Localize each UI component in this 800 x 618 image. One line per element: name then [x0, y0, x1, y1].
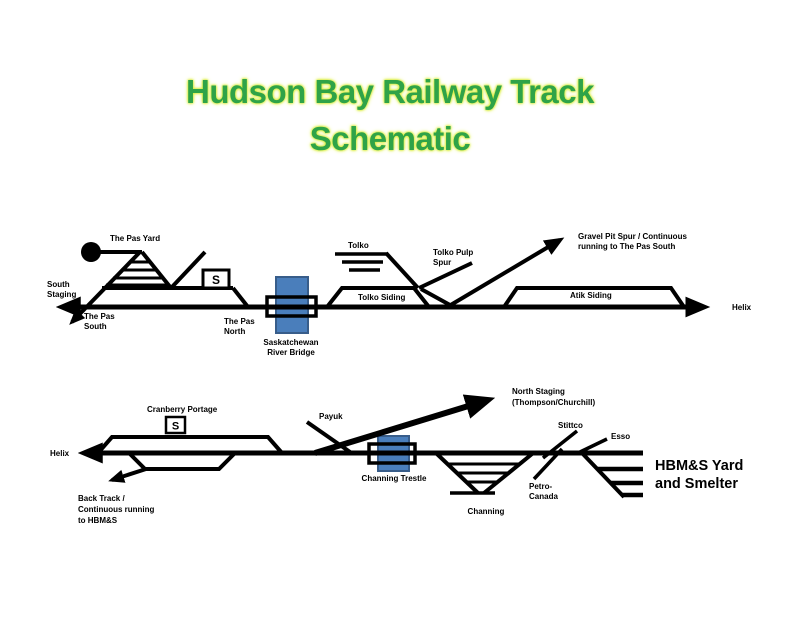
- page-title: Hudson Bay Railway Track Schematic: [0, 68, 780, 162]
- bottom-labels: Helix Cranberry Portage Back Track / Con…: [50, 387, 743, 525]
- cranberry-portage-label: Cranberry Portage: [147, 405, 218, 414]
- station-marker-top: S: [201, 268, 231, 290]
- station-marker-bottom: S: [164, 415, 187, 435]
- the-pas-yard-group: [69, 242, 250, 325]
- esso-spur: [579, 437, 608, 454]
- svg-text:South: South: [84, 322, 107, 331]
- hbms-yard-ladder: [580, 451, 626, 499]
- gravel-pit-spur-label: Gravel Pit Spur / Continuous: [578, 232, 687, 241]
- svg-text:North: North: [224, 327, 245, 336]
- svg-text:to HBM&S: to HBM&S: [78, 516, 118, 525]
- back-track-label: Back Track /: [78, 494, 125, 503]
- svg-text:Staging: Staging: [47, 290, 76, 299]
- svg-text:(Thompson/Churchill): (Thompson/Churchill): [512, 398, 595, 407]
- the-pas-yard-label: The Pas Yard: [110, 234, 160, 243]
- title-line-1: Hudson Bay Railway Track: [186, 73, 595, 110]
- stittco-spur: [541, 429, 579, 460]
- south-staging-label: South: [47, 280, 70, 289]
- channing-trestle-outline: [367, 442, 417, 465]
- atik-siding-label: Atik Siding: [570, 291, 612, 300]
- s-box-cranberry: [164, 415, 187, 435]
- stittco-label: Stittco: [558, 421, 583, 430]
- petro-canada-label: Petro-: [529, 482, 552, 491]
- the-pas-north-label: The Pas: [224, 317, 255, 326]
- tolko-group: [325, 251, 473, 309]
- petro-canada-spur: [532, 447, 564, 481]
- channing-yard-group: [435, 452, 534, 495]
- saskatchewan-bridge-outline: [265, 295, 318, 318]
- esso-label: Esso: [611, 432, 630, 441]
- payuk-label: Payuk: [319, 412, 343, 421]
- cranberry-siding-track: [96, 435, 284, 455]
- gravel-pit-spur-arrow: [447, 237, 565, 308]
- svg-text:Canada: Canada: [529, 492, 558, 501]
- north-staging-label: North Staging: [512, 387, 565, 396]
- channing-label: Channing: [468, 507, 505, 516]
- svg-text:running to The Pas South: running to The Pas South: [578, 242, 675, 251]
- top-labels: South Staging The Pas South The Pas Yard…: [47, 232, 752, 357]
- s-box-the-pas: [201, 268, 231, 290]
- pas-yard-balloon-loop: [81, 242, 101, 262]
- cranberry-portage-group: [96, 435, 284, 483]
- tolko-yard-tracks: [335, 252, 387, 272]
- tolko-pulp-spur-track: [418, 261, 473, 290]
- industry-spurs-group: [532, 429, 608, 481]
- helix-label-bottom: Helix: [50, 449, 70, 458]
- tolko-siding-track: [325, 286, 431, 309]
- pas-yard-tracks: [106, 260, 169, 287]
- s-box-cranberry-label: S: [172, 421, 179, 433]
- the-pas-south-label: The Pas: [84, 312, 115, 321]
- hbms-yard-fan-group: [580, 451, 643, 499]
- channing-yard-tracks: [447, 462, 521, 484]
- back-track-siding: [128, 452, 236, 471]
- svg-text:River Bridge: River Bridge: [267, 348, 315, 357]
- north-staging-arrow: [314, 394, 496, 456]
- back-track-arrow: [108, 467, 147, 483]
- s-box-the-pas-label: S: [212, 273, 220, 287]
- tolko-yard-ladder: [384, 251, 420, 290]
- pas-yard-spur: [170, 250, 207, 289]
- tolko-label: Tolko: [348, 241, 369, 250]
- svg-text:Continuous running: Continuous running: [78, 505, 155, 514]
- svg-text:and Smelter: and Smelter: [655, 476, 738, 492]
- hbms-yard-label: HBM&S Yard: [655, 458, 743, 474]
- saskatchewan-bridge-label: Saskatchewan: [263, 338, 318, 347]
- tolko-pulp-spur-label: Tolko Pulp: [433, 248, 473, 257]
- title-line-2: Schematic: [309, 120, 471, 157]
- helix-label-top: Helix: [732, 303, 752, 312]
- tolko-siding-label: Tolko Siding: [358, 293, 406, 302]
- tolko-switch-connector: [420, 287, 451, 307]
- svg-text:Spur: Spur: [433, 258, 451, 267]
- atik-siding-track: [502, 286, 686, 309]
- pas-siding-right-slope: [231, 286, 250, 309]
- channing-trestle-label: Channing Trestle: [362, 474, 427, 483]
